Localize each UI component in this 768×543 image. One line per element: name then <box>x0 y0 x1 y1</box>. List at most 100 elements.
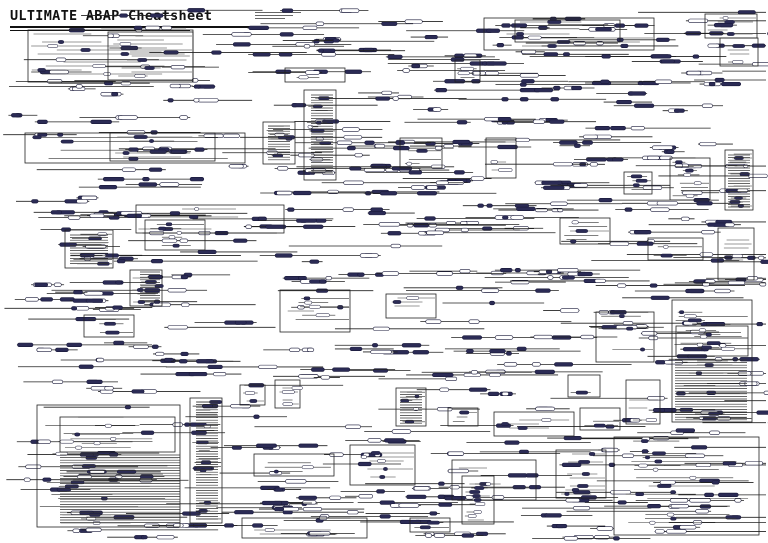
syntax-token <box>563 536 578 541</box>
diagram-box <box>579 407 621 431</box>
syntax-token <box>124 405 132 410</box>
syntax-token <box>167 98 174 103</box>
syntax-token <box>357 461 372 467</box>
credit-line <box>255 18 285 19</box>
syntax-token <box>308 531 331 536</box>
syntax-token <box>47 79 63 84</box>
syntax-token <box>121 167 136 172</box>
syntax-token <box>315 218 327 223</box>
syntax-token <box>498 168 513 172</box>
diagram-box <box>36 404 181 528</box>
syntax-token <box>638 463 648 468</box>
syntax-token <box>32 135 42 140</box>
syntax-token <box>228 164 244 169</box>
syntax-token <box>701 229 715 235</box>
syntax-token <box>636 241 654 246</box>
syntax-token <box>163 50 179 55</box>
syntax-token <box>309 259 320 264</box>
syntax-token <box>297 305 305 310</box>
syntax-token <box>489 349 506 354</box>
syntax-token <box>553 85 561 91</box>
syntax-token <box>675 160 683 165</box>
syntax-token <box>89 213 105 218</box>
syntax-token <box>467 514 477 518</box>
syntax-token <box>598 198 613 203</box>
syntax-token <box>739 357 759 362</box>
syntax-token <box>724 222 735 227</box>
syntax-token <box>687 318 702 323</box>
syntax-token <box>303 296 311 301</box>
syntax-token <box>406 161 412 166</box>
syntax-token <box>343 180 364 185</box>
syntax-token <box>685 168 694 173</box>
syntax-token <box>432 372 454 378</box>
syntax-token <box>578 460 591 464</box>
syntax-token <box>402 68 410 73</box>
syntax-token <box>737 10 756 15</box>
syntax-token <box>561 462 582 467</box>
syntax-token <box>104 423 112 428</box>
syntax-token <box>193 84 201 89</box>
syntax-token <box>642 185 663 190</box>
syntax-token <box>666 149 675 154</box>
syntax-token <box>384 438 405 443</box>
syntax-token <box>81 464 96 468</box>
syntax-token <box>505 351 512 356</box>
syntax-token <box>460 227 469 233</box>
syntax-token <box>81 195 98 200</box>
syntax-token <box>193 98 200 103</box>
syntax-token <box>633 103 655 108</box>
syntax-token <box>701 103 713 108</box>
syntax-token <box>624 207 633 212</box>
syntax-token <box>49 69 69 75</box>
diagram-box <box>303 89 337 181</box>
syntax-token <box>281 8 294 13</box>
syntax-token <box>594 278 606 284</box>
syntax-token <box>679 310 685 315</box>
syntax-token <box>318 96 330 101</box>
syntax-token <box>255 443 277 448</box>
syntax-token <box>737 371 752 376</box>
diagram-box <box>717 227 755 281</box>
syntax-token <box>721 346 736 351</box>
syntax-token <box>257 216 267 221</box>
syntax-token <box>503 362 518 367</box>
syntax-token <box>298 374 319 379</box>
syntax-token <box>459 269 471 274</box>
syntax-token <box>37 119 48 124</box>
syntax-token <box>747 173 768 179</box>
syntax-token <box>426 520 440 525</box>
syntax-token <box>191 430 207 435</box>
syntax-token <box>534 369 556 374</box>
syntax-token <box>519 73 539 78</box>
syntax-token <box>359 253 379 258</box>
syntax-token <box>165 222 173 227</box>
diagram-box <box>559 217 611 245</box>
syntax-token <box>610 126 626 131</box>
syntax-token <box>367 438 382 443</box>
syntax-token <box>364 140 375 145</box>
syntax-token <box>743 164 749 168</box>
diagram-box <box>399 137 443 169</box>
syntax-token <box>547 44 557 48</box>
syntax-token <box>387 231 402 236</box>
syntax-token <box>424 216 436 221</box>
syntax-token <box>571 85 583 91</box>
syntax-token <box>752 62 768 67</box>
syntax-token <box>426 185 438 190</box>
syntax-token <box>550 97 560 102</box>
syntax-token <box>635 492 645 497</box>
syntax-token <box>85 298 104 303</box>
syntax-token <box>425 533 433 538</box>
syntax-token <box>194 147 205 152</box>
syntax-token <box>291 103 307 108</box>
diagram-box <box>724 149 754 211</box>
syntax-token <box>443 143 454 149</box>
diagram-box <box>385 293 437 319</box>
syntax-token <box>85 527 102 532</box>
diagram-box <box>279 289 351 333</box>
syntax-token <box>115 280 122 285</box>
syntax-token <box>542 185 565 190</box>
syntax-token <box>594 126 611 131</box>
syntax-token <box>419 525 431 530</box>
